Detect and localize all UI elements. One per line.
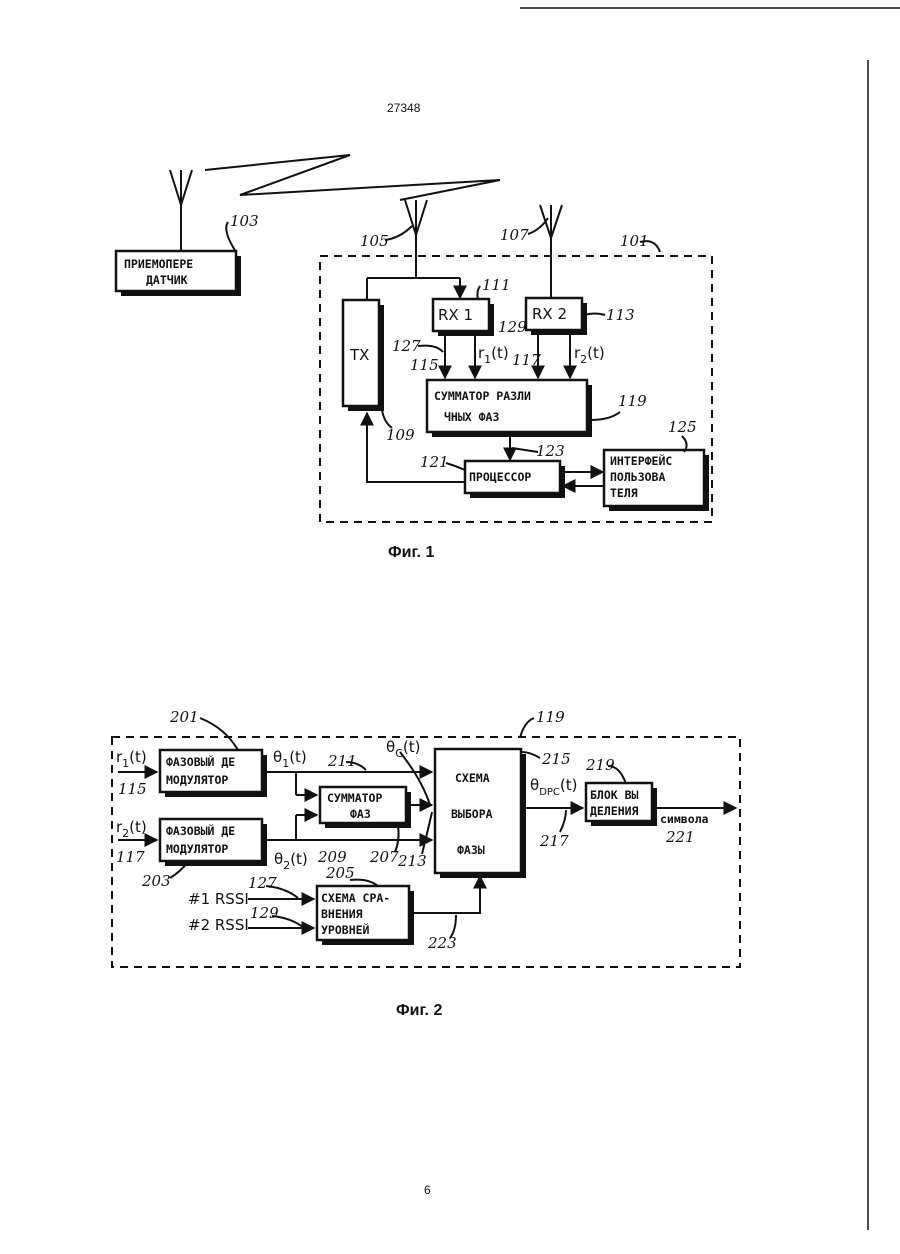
interface-label-3: ТЕЛЯ — [610, 486, 638, 500]
ref-125: 125 — [668, 418, 697, 436]
rssi2-label: #2 RSSI — [188, 916, 249, 934]
document-number: 27348 — [387, 101, 421, 115]
leader-119 — [590, 412, 620, 420]
thetaDPC-label: θDPC(t) — [530, 776, 578, 798]
page-number: 6 — [424, 1183, 431, 1197]
ref-127: 127 — [392, 337, 421, 355]
phase-select-label-3: ФАЗЫ — [457, 843, 485, 857]
ref-115: 115 — [410, 356, 439, 374]
leader-127 — [418, 346, 443, 352]
figure-2: 119 r1(t) 115 r2(t) 117 ФАЗОВЫЙ ДЕ МОДУЛ… — [112, 708, 740, 1019]
demod1-label-2: МОДУЛЯТОР — [166, 773, 228, 787]
ref-201: 201 — [169, 708, 199, 726]
radio-link-zigzag — [205, 155, 500, 200]
leader-201 — [200, 718, 238, 750]
level-to-select-wire — [410, 876, 480, 913]
phase-summer-label-2: ФАЗ — [350, 807, 371, 821]
signal-r1-label: r1(t) — [478, 344, 509, 366]
ref-105: 105 — [360, 232, 389, 250]
ref-103: 103 — [230, 212, 259, 230]
ref-129: 129 — [498, 318, 527, 336]
symbol-block-label-1: БЛОК ВЫ — [590, 788, 639, 802]
antenna-icon — [540, 205, 562, 298]
ref-215: 215 — [541, 750, 571, 768]
input-r2-label: r2(t) — [116, 818, 147, 840]
leader-217 — [560, 810, 566, 832]
symbol-block-label-2: ДЕЛЕНИЯ — [590, 804, 639, 818]
leader-121 — [446, 463, 465, 470]
phase-summer-label-1: СУММАТОР — [327, 791, 382, 805]
input-r1-label: r1(t) — [116, 748, 147, 770]
figure-1: ПРИЕМОПЕРЕ ДАТЧИК 103 101 105 107 — [116, 155, 712, 561]
leader-fig2-119 — [520, 718, 534, 738]
ref-113: 113 — [606, 306, 635, 324]
ref-211: 211 — [327, 752, 357, 770]
combiner-label-1: СУММАТОР РАЗЛИ — [434, 389, 531, 403]
leader-113 — [584, 314, 605, 316]
interface-label-1: ИНТЕРФЕЙС — [610, 453, 672, 468]
signal-r2-label: r2(t) — [574, 344, 605, 366]
transceiver-label-1: ПРИЕМОПЕРЕ — [124, 257, 193, 271]
demod2-label-1: ФАЗОВЫЙ ДЕ — [166, 823, 235, 838]
ref-111: 111 — [482, 276, 511, 294]
leader-105 — [385, 226, 412, 240]
ref-217: 217 — [539, 832, 569, 850]
ref-107: 107 — [500, 226, 529, 244]
ref-115-fig2: 115 — [118, 780, 147, 798]
ref-127-fig2: 127 — [248, 874, 277, 892]
rx1-label: RX 1 — [438, 306, 473, 324]
rx2-label: RX 2 — [532, 305, 567, 323]
ref-119: 119 — [618, 392, 647, 410]
demod2-label-2: МОДУЛЯТОР — [166, 842, 228, 856]
phase-select-label-1: СХЕМА — [455, 771, 490, 785]
ref-213: 213 — [397, 852, 427, 870]
theta1-label: θ1(t) — [273, 748, 307, 770]
diversity-combiner-block — [427, 380, 587, 432]
ref-117-fig2: 117 — [116, 848, 145, 866]
figure-2-caption: Фиг. 2 — [396, 1002, 442, 1019]
ref-203: 203 — [141, 872, 171, 890]
theta2-label: θ2(t) — [274, 850, 308, 872]
demod1-label-1: ФАЗОВЫЙ ДЕ — [166, 754, 235, 769]
level-compare-label-3: УРОВНЕЙ — [321, 922, 370, 937]
ref-123: 123 — [536, 442, 565, 460]
level-compare-label-2: ВНЕНИЯ — [321, 907, 363, 921]
processor-label: ПРОЦЕССОР — [469, 470, 531, 484]
interface-label-2: ПОЛЬЗОВА — [610, 470, 665, 484]
ref-121: 121 — [420, 453, 449, 471]
fig2-ref-119: 119 — [536, 708, 565, 726]
tx-label: TX — [349, 346, 369, 364]
leader-213 — [422, 812, 432, 854]
ref-109: 109 — [386, 426, 415, 444]
ref-129-fig2: 129 — [250, 904, 279, 922]
rssi1-label: #1 RSSI — [188, 890, 249, 908]
combiner-label-2: ЧНЫХ ФАЗ — [444, 410, 499, 424]
figure-1-caption: Фиг. 1 — [388, 544, 434, 561]
ref-221: 221 — [665, 828, 695, 846]
antenna-icon — [170, 170, 192, 252]
level-compare-label-1: СХЕМА СРА- — [321, 891, 390, 905]
ref-219: 219 — [585, 756, 615, 774]
output-symbol-label: символа — [660, 812, 709, 826]
ref-117: 117 — [512, 351, 541, 369]
phase-select-label-2: ВЫБОРА — [451, 807, 493, 821]
antenna-icon — [405, 200, 427, 278]
ref-223: 223 — [427, 934, 457, 952]
transceiver-label-2: ДАТЧИК — [146, 273, 188, 287]
leader-123 — [512, 448, 538, 452]
